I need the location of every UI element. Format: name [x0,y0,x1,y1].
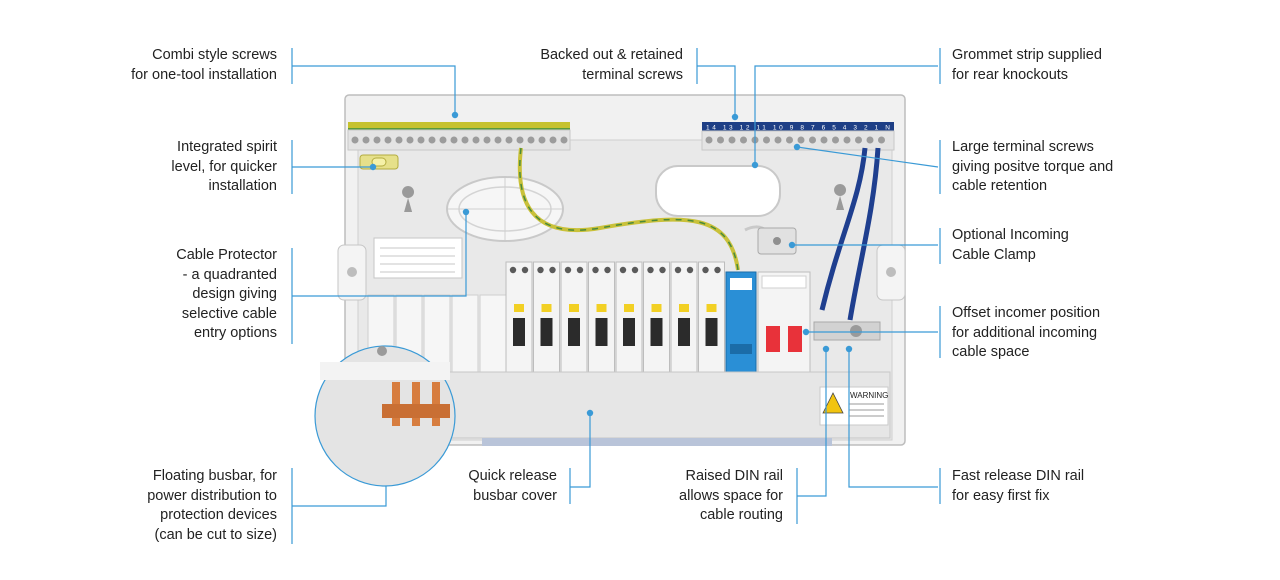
label-raised-din-rail: Raised DIN rail allows space for cable r… [679,468,783,523]
terminal-screw [866,136,874,144]
mcb-breaker [615,261,643,377]
terminal-screw [774,136,782,144]
terminal-screw [843,136,851,144]
neutral-cable-2 [847,147,881,321]
terminal-screw [878,136,885,144]
terminal-screw [439,136,447,144]
surge-protection-device [725,271,757,377]
terminal-screw [417,136,425,144]
terminal-screw [384,136,392,144]
label-grommet-strip: Grommet strip supplied for rear knockout… [952,47,1102,83]
terminal-screw [527,136,535,144]
left-keyhole [402,186,415,212]
label-spirit-level: Integrated spirit level, for quicker ins… [171,139,277,194]
neutral-terminal-screws [705,136,885,144]
terminal-screw [705,136,713,144]
terminal-screw [820,136,828,144]
terminal-screw [351,136,359,144]
terminal-screw [740,136,747,144]
earth-cable-stripe [519,147,739,271]
terminal-screw [786,136,793,144]
terminal-screw [538,136,546,144]
neutral-cable-1 [819,147,868,311]
din-rail [813,321,881,341]
label-combi-screws: Combi style screws for one-tool installa… [131,47,277,83]
mcb-breaker [643,261,670,377]
right-tab-hole [886,267,896,277]
terminal-screw [483,136,491,144]
mcb-breaker [533,261,560,377]
label-fast-release-din-rail: Fast release DIN rail for easy first fix [952,468,1085,504]
terminal-screw [461,136,469,144]
label-offset-incomer: Offset incomer position for additional i… [952,305,1101,360]
terminal-screw [832,136,839,144]
busbar-magnifier [314,345,456,487]
terminal-screw [362,136,370,144]
terminal-screw [549,136,557,144]
cable-protector [446,176,564,242]
earth-terminal-bar [348,122,570,130]
leader-ticks [291,48,941,544]
terminal-screw [797,136,805,144]
label-floating-busbar: Floating busbar, for power distribution … [147,468,277,543]
mcb-breaker [505,261,533,377]
terminal-screw [728,136,736,144]
label-incoming-cable-clamp: Optional Incoming Cable Clamp [952,227,1069,263]
label-quick-release-cover: Quick release busbar cover [468,468,557,504]
terminal-screw [763,136,770,144]
left-tab-hole [347,267,357,277]
neutral-terminal-bar [702,122,894,131]
label-backed-out-screws: Backed out & retained terminal screws [540,47,683,83]
earth-terminal-block [347,129,571,151]
terminal-screw [428,136,436,144]
warning-label: WARNING [819,386,889,426]
lower-cable-gap [482,438,832,446]
terminal-screw [406,136,414,144]
terminal-screw [516,136,524,144]
mcb-breaker [670,261,698,377]
circuit-chart-card [373,237,463,279]
terminal-screw [395,136,403,144]
right-keyhole [834,184,847,210]
main-switch [757,271,811,377]
terminal-screw [450,136,458,144]
terminal-screw [717,136,724,144]
mcb-breaker [588,261,615,377]
earth-terminal-screws [351,136,568,144]
terminal-screw [855,136,862,144]
mcb-row [505,261,725,377]
terminal-screw [472,136,480,144]
mcb-breaker [698,261,725,377]
spirit-level-bubble [371,157,387,167]
leader-lines [292,65,939,507]
label-cable-protector: Cable Protector - a quadranted design gi… [176,247,277,341]
terminal-screw [809,136,816,144]
leader-markers [369,111,853,417]
terminal-screw [373,136,381,144]
cable-entry-slot [655,165,781,217]
terminal-screw [560,136,568,144]
warning-title: WARNING [850,391,888,400]
terminal-screw [505,136,513,144]
terminal-screw [494,136,502,144]
mcb-breaker [560,261,588,377]
label-large-terminal-screws: Large terminal screws giving positve tor… [952,139,1114,194]
